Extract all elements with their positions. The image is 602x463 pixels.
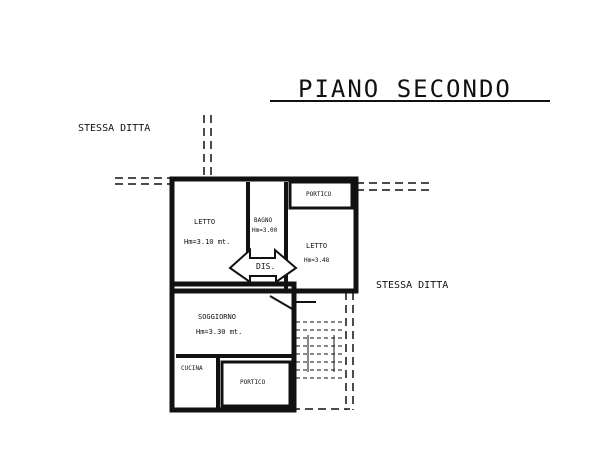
room-label-letto-1: LETTO [194,218,215,226]
room-label-letto-2: LETTO [306,242,327,250]
room-height-bagno: Hm=3.00 [252,227,278,234]
room-label-dis: DIS. [256,262,275,271]
room-label-portico-top: PORTICO [306,191,332,198]
room-label-portico-bottom: PORTICO [240,379,266,386]
staircase [296,321,345,379]
neighbor-label-top-left: STESSA DITTA [78,123,150,134]
room-label-bagno: BAGNO [254,217,272,224]
boundary-lines [115,115,432,410]
room-height-letto-1: Hm=3.10 mt. [184,238,230,246]
walls [169,176,359,413]
neighbor-label-right: STESSA DITTA [376,280,448,291]
room-height-letto-2: Hm=3.48 [304,257,330,264]
room-label-cucina: CUCINA [181,365,203,372]
room-height-soggiorno: Hm=3.30 mt. [196,328,242,336]
dis-arrow [228,247,298,284]
room-label-soggiorno: SOGGIORNO [198,313,236,321]
plan-title: PIANO SECONDO [298,75,512,103]
